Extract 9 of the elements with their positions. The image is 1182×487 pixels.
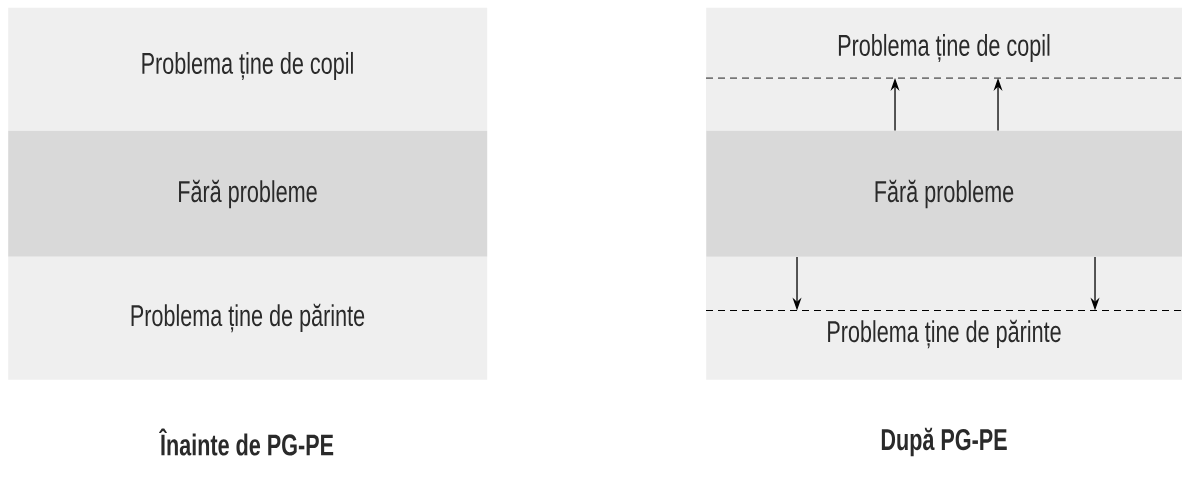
band-box: Problema ține de părinte [8,256,488,380]
band-box: Problema ține de copil [8,7,488,131]
band-box: Fără probleme [8,130,488,257]
panel-caption: Înainte de PG-PE [159,428,334,456]
band-box: Fără probleme [706,130,1182,257]
band-box: Problema ține de copil [705,7,1182,79]
node-label: Problema ține de părinte [828,319,1061,349]
band-box: Problema ține de părinte [705,310,1182,380]
panel-caption: După PG-PE [881,427,1007,457]
